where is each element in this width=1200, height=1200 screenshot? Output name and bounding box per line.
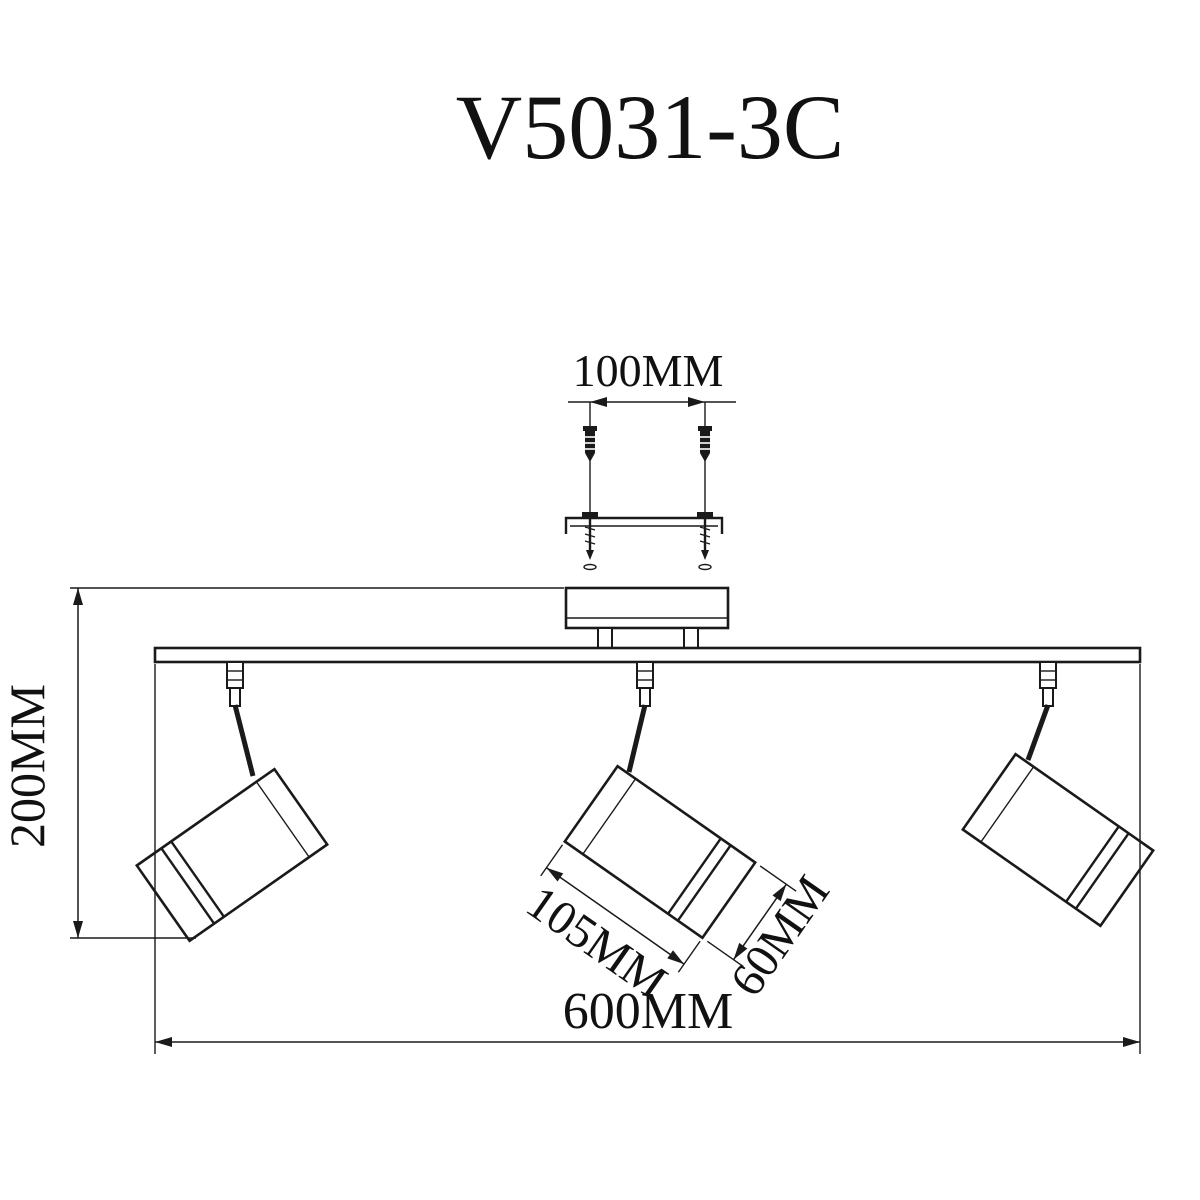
drawing-title: V5031-3C — [456, 76, 844, 178]
dim-600mm: 600MM — [154, 664, 1141, 1054]
arrowhead-icon — [155, 1037, 172, 1047]
screw-thread — [584, 540, 596, 545]
head-band-line — [1065, 825, 1120, 903]
head-band-line — [160, 847, 216, 925]
arrowhead-icon — [733, 942, 748, 960]
joint-stem — [639, 687, 651, 707]
arrowhead-icon — [667, 950, 685, 965]
head-body — [960, 752, 1156, 928]
extension-line — [759, 865, 797, 892]
swivel-joint-left — [226, 661, 256, 777]
mounting-bracket — [564, 516, 724, 534]
screw-right — [697, 512, 713, 571]
arrowhead-icon — [688, 397, 705, 407]
head-rear-line — [255, 781, 310, 858]
wall-anchor-left — [583, 426, 597, 462]
head-rear-line — [980, 766, 1035, 843]
anchor-body — [700, 431, 710, 453]
anchor-tip — [700, 453, 710, 462]
extension-line — [677, 940, 701, 973]
head-body — [134, 767, 330, 943]
arrowhead-icon — [772, 884, 787, 902]
head-body — [562, 764, 758, 940]
extension-line — [540, 844, 564, 877]
anchor-collar — [583, 426, 597, 431]
bracket-outline — [564, 516, 724, 534]
dim-105mm-line — [546, 867, 685, 965]
screw-tip-ellipse — [583, 563, 597, 571]
joint-stem — [1042, 687, 1054, 707]
screw-tip — [586, 550, 594, 560]
joint-upper — [636, 661, 654, 689]
screw-tip-ellipse — [698, 563, 712, 571]
joint-upper — [226, 661, 244, 689]
joint-arm — [232, 704, 256, 777]
swivel-joint-right — [1025, 661, 1057, 761]
arrowhead-icon — [546, 867, 564, 882]
arrowhead-icon — [1123, 1037, 1140, 1047]
head-band-line — [1074, 832, 1130, 910]
arrowhead-icon — [73, 588, 83, 605]
screw-tip — [701, 550, 709, 560]
head-band-line — [170, 840, 225, 918]
joint-upper — [1039, 661, 1057, 689]
dim-100mm: 100MM — [568, 345, 736, 514]
ceiling-canopy — [564, 586, 730, 649]
dim-600mm-label: 600MM — [563, 983, 733, 1040]
canopy-box — [564, 586, 730, 630]
screw-thread — [699, 540, 711, 545]
screw-left — [582, 512, 598, 571]
screw-thread — [699, 526, 711, 531]
spotlight-head-right — [960, 752, 1156, 928]
anchor-body — [585, 431, 595, 453]
screw-head — [697, 512, 713, 518]
extension-line — [706, 940, 744, 968]
screw-thread — [584, 526, 596, 531]
joint-stem — [229, 687, 241, 707]
anchor-tip — [585, 453, 595, 462]
canopy-leg — [597, 627, 613, 649]
joint-arm — [626, 704, 648, 773]
head-band-line — [667, 837, 722, 915]
dim-100mm-label: 100MM — [573, 345, 724, 396]
spotlight-head-left — [134, 767, 330, 943]
screw-thread — [699, 533, 711, 538]
screw-thread — [584, 533, 596, 538]
wall-anchor-right — [698, 426, 712, 462]
mounting-detail: 100MM — [564, 345, 736, 571]
arrowhead-icon — [590, 397, 607, 407]
swivel-joint-center — [626, 661, 654, 773]
head-band-line — [676, 844, 732, 922]
anchor-collar — [698, 426, 712, 431]
canopy-leg — [683, 627, 699, 649]
track-bar — [153, 646, 1142, 664]
screw-head — [582, 512, 598, 518]
head-rear-line — [582, 778, 637, 855]
joint-arm — [1025, 704, 1051, 761]
dim-200mm: 200MM — [0, 587, 564, 939]
arrowhead-icon — [73, 921, 83, 938]
dim-200mm-label: 200MM — [0, 684, 55, 848]
